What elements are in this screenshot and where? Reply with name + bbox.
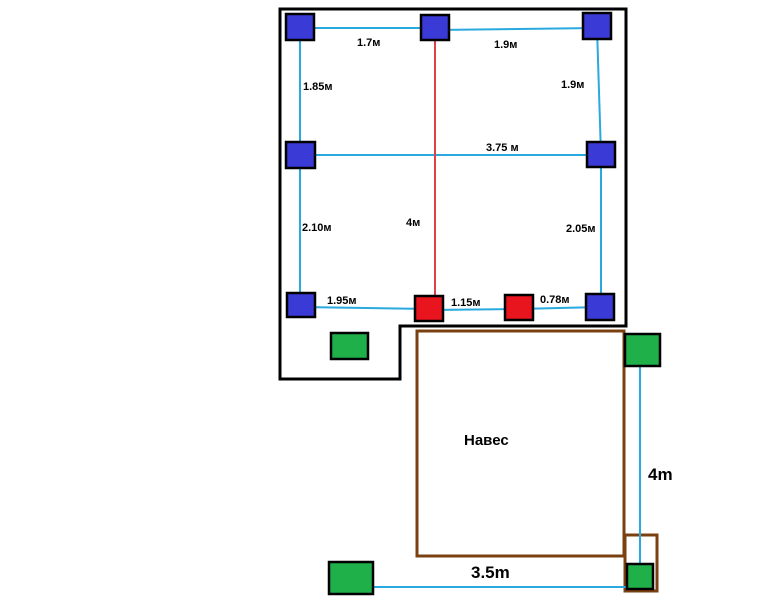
beam-top-right [434,27,598,31]
post-mid-right [585,140,617,169]
beam-bottom-left [299,306,429,310]
label-bottom-left: 1.95м [327,295,357,307]
post-bottom-right [584,292,616,322]
post-green-canopy-bottom-left [327,560,375,596]
post-bottom-left [285,291,317,319]
post-green-inside [329,331,370,361]
label-left-lower: 2.10м [302,222,332,234]
label-center-vertical: 4м [406,217,420,229]
label-canopy-height: 4m [648,465,673,484]
label-left-upper: 1.85м [303,81,333,93]
post-green-canopy-bottom-right [625,562,655,591]
label-bottom-right: 0.78м [540,294,570,306]
canopy-label: Навес [464,432,509,449]
post-red-left [413,294,445,323]
green-posts [327,331,662,596]
label-top-left: 1.7м [357,37,380,49]
label-middle-span: 3.75 м [486,142,519,154]
label-right-lower: 2.05м [566,223,596,235]
building-outline [278,7,628,381]
post-top-right [581,11,613,41]
label-canopy-width: 3.5m [471,563,510,582]
post-top-center [419,13,451,42]
red-posts [413,293,535,323]
label-top-right: 1.9м [494,39,517,51]
blue-posts [284,11,617,322]
post-mid-left [284,140,317,170]
label-right-upper: 1.9м [561,79,584,91]
canopy-outline [415,329,626,558]
post-green-canopy-top [623,332,662,368]
post-red-right [503,293,535,322]
post-top-left [284,12,316,42]
beam-right-upper [596,27,602,156]
beam-bottom-middle [429,308,519,311]
label-bottom-middle: 1.15м [451,297,481,309]
